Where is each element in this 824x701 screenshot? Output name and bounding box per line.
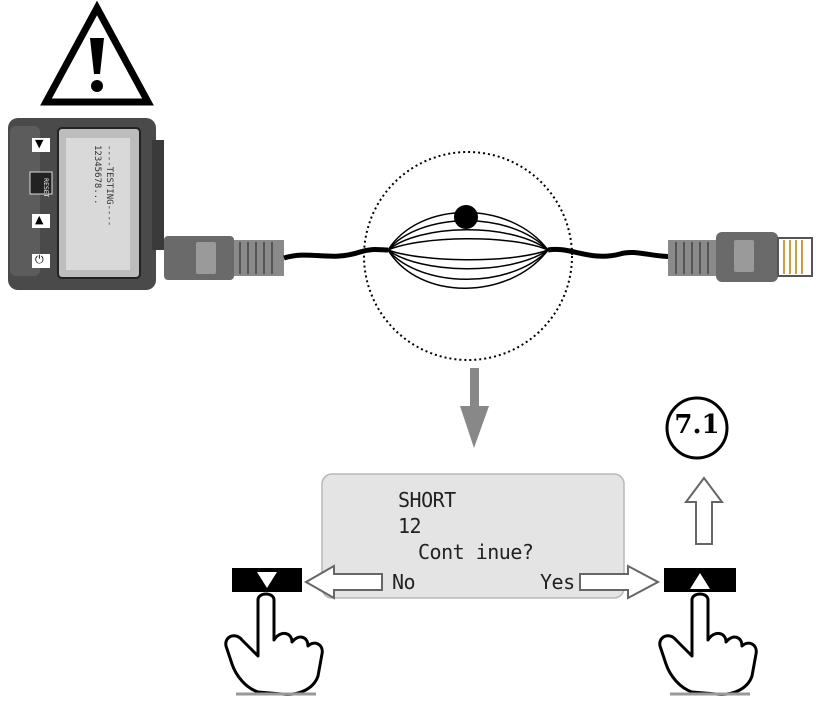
warning-triangle-icon [40,0,154,106]
device-screen-text: ----TESTING---- 12345678... [75,145,115,275]
short-point-dot [454,205,478,229]
device-button-up[interactable] [32,214,50,228]
magnifier-circle [363,151,573,361]
right-arrow-icon [579,564,661,600]
device-btn-up-glyph: ▲ [35,213,44,226]
cable-tester-device [8,118,164,290]
down-button[interactable] [232,568,302,592]
down-arrow-icon [460,368,489,448]
device-btn-down-glyph: ▼ [35,137,44,150]
right-connector [668,232,813,282]
left-connector [164,236,284,280]
lcd-yes-label: Yes [540,570,575,594]
up-arrow-icon [684,476,724,545]
device-button-down[interactable] [32,138,50,152]
lcd-line3: Cont inue? [418,540,534,564]
pointing-hand-icon [224,592,324,696]
up-button[interactable] [664,568,736,592]
device-screen-line2: 12345678... [92,145,102,205]
device-button-reset[interactable] [29,171,53,195]
device-button-power[interactable] [32,254,50,268]
lcd-no-label: No [392,570,416,594]
lcd-panel [321,473,625,599]
fanned-wires [387,211,549,289]
step-ref-circle [665,396,729,460]
step-ref-label: 7.1 [674,410,720,440]
lcd-line1: SHORT [398,488,456,512]
pointing-hand-icon-right [658,592,758,696]
cable-left [283,247,389,261]
lcd-line2: 12 [398,514,422,538]
device-screen-line1: ----TESTING---- [104,145,114,227]
cable-right [547,246,691,260]
device-btn-reset-label: RESET [42,178,49,198]
device-btn-power-glyph: ⏻ [35,253,44,266]
left-arrow-icon [303,564,383,600]
